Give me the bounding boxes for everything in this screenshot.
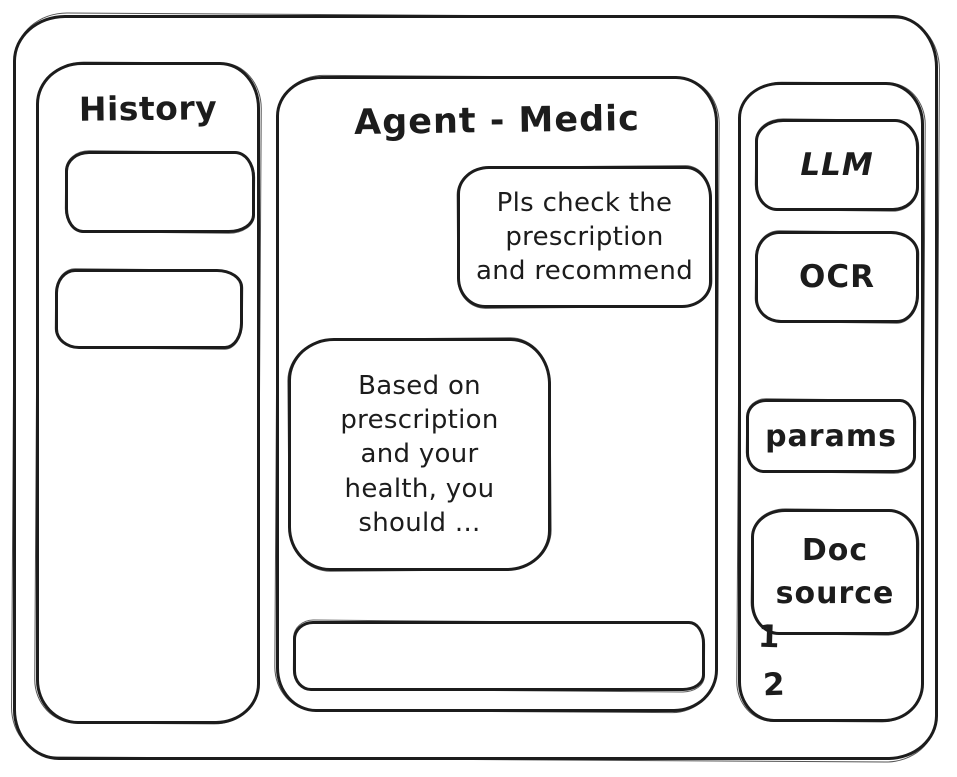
user-message-bubble: Pls check the prescription and recommend bbox=[457, 166, 712, 308]
params-button[interactable]: params bbox=[746, 399, 916, 473]
user-message-line: prescription bbox=[505, 221, 664, 252]
chat-title: Agent - Medic bbox=[353, 99, 641, 143]
history-item-2[interactable] bbox=[55, 269, 243, 349]
assistant-message-line: Based on bbox=[358, 370, 481, 401]
user-message-line: Pls check the bbox=[496, 187, 673, 218]
history-panel: History bbox=[36, 62, 260, 724]
chat-panel: Agent - Medic Pls check the prescription… bbox=[276, 76, 718, 712]
chat-input[interactable] bbox=[293, 621, 705, 691]
ocr-button[interactable]: OCR bbox=[755, 231, 919, 323]
doc-source-item-1[interactable]: 1 bbox=[757, 618, 781, 656]
user-message-line: and recommend bbox=[475, 256, 694, 287]
tools-panel: LLM OCR params Doc source 1 2 bbox=[738, 82, 924, 722]
doc-source-item-2[interactable]: 2 bbox=[762, 666, 786, 704]
assistant-message-line: health, you bbox=[344, 473, 495, 504]
assistant-message-line: should ... bbox=[358, 507, 481, 538]
doc-source-button[interactable]: Doc source bbox=[751, 509, 919, 635]
assistant-message-line: and your bbox=[360, 439, 479, 470]
history-title: History bbox=[78, 88, 218, 129]
assistant-message-bubble: Based on prescription and your health, y… bbox=[288, 338, 551, 571]
llm-button[interactable]: LLM bbox=[755, 119, 919, 211]
history-item-1[interactable] bbox=[65, 151, 255, 233]
assistant-message-line: prescription bbox=[340, 405, 499, 436]
